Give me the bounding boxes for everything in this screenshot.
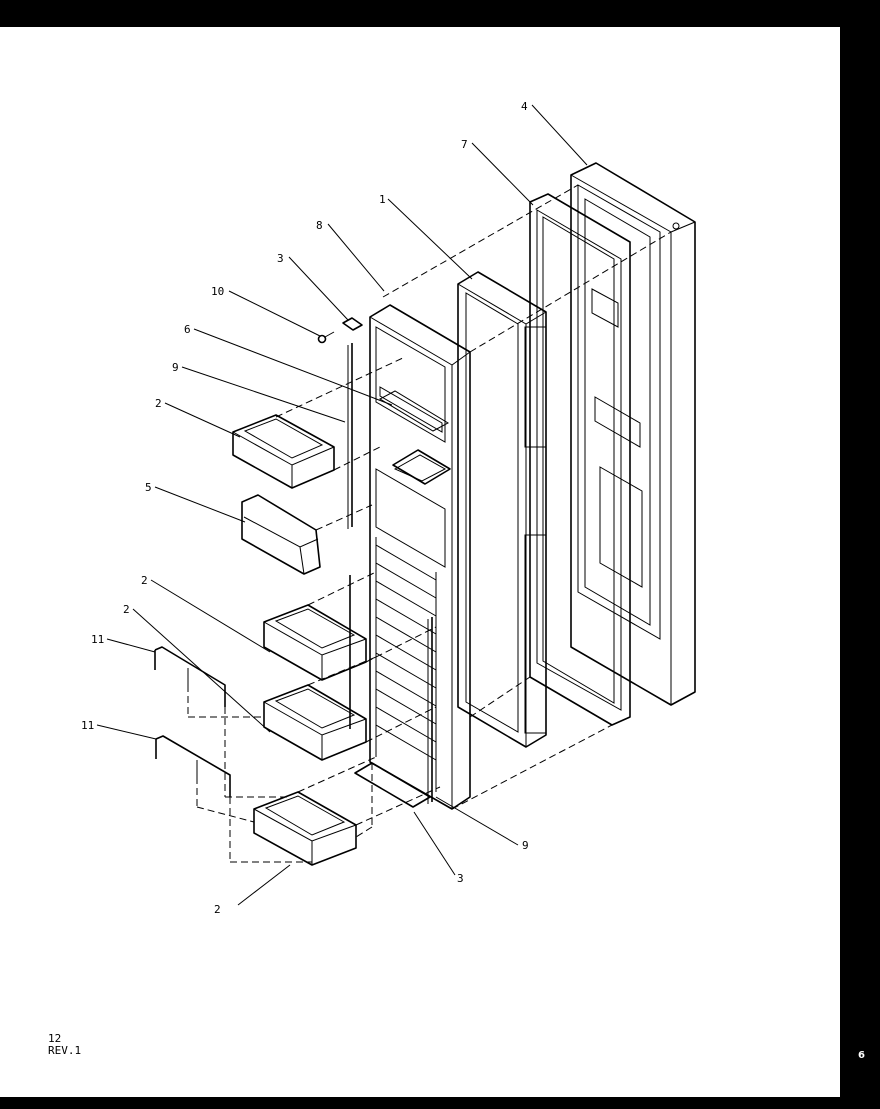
page-number: 12 [48, 1032, 62, 1045]
door-shelf-4 [253, 791, 357, 866]
callout-4: 4 [521, 100, 528, 113]
shelf-front [241, 494, 321, 575]
callout-2-shelf4: 2 [214, 903, 221, 916]
door-shelf-1 [232, 414, 335, 489]
dispenser-housing [378, 390, 450, 432]
callout-11-lower: 11 [81, 719, 94, 732]
top-cap [342, 317, 363, 331]
diagram-sheet: 4 7 1 8 3 10 6 9 2 5 2 2 11 11 2 9 3 [0, 27, 840, 1097]
callout-labels: 4 7 1 8 3 10 6 9 2 5 2 2 11 11 2 9 3 [81, 100, 529, 916]
callout-11-upper: 11 [91, 633, 104, 646]
leader-lines [96, 104, 588, 906]
screw [317, 331, 335, 344]
callout-8: 8 [316, 219, 323, 232]
callout-1: 1 [379, 193, 386, 206]
callout-5: 5 [145, 481, 152, 494]
callout-2-shelf1: 2 [155, 397, 162, 410]
callout-9-right: 9 [522, 839, 529, 852]
callout-10: 10 [211, 285, 224, 298]
bottom-cap [354, 762, 431, 808]
door-gasket [529, 193, 631, 726]
refrigerator-door-exploded-diagram: 4 7 1 8 3 10 6 9 2 5 2 2 11 11 2 9 3 [81, 100, 696, 916]
page-info: 12 REV.1 [48, 1033, 81, 1057]
callout-2-shelf2: 2 [141, 574, 148, 587]
revision-label: REV.1 [48, 1044, 82, 1057]
callout-9-left: 9 [172, 361, 179, 374]
trim-strip-upper [347, 343, 353, 529]
callout-3-top: 3 [277, 252, 284, 265]
callout-7: 7 [461, 138, 468, 151]
breaker-frame [457, 271, 547, 748]
corner-mark: 6 [858, 1050, 865, 1061]
door-liner [369, 304, 471, 810]
callout-3-bottom: 3 [457, 872, 464, 885]
liner-shelf-ribs [375, 537, 437, 792]
alignment-lines [187, 184, 672, 863]
outer-door-panel [570, 162, 696, 706]
callout-6: 6 [184, 323, 191, 336]
retainer-bar-upper [154, 646, 226, 707]
callout-2-shelf3: 2 [123, 603, 130, 616]
retainer-bar-lower [155, 735, 231, 797]
